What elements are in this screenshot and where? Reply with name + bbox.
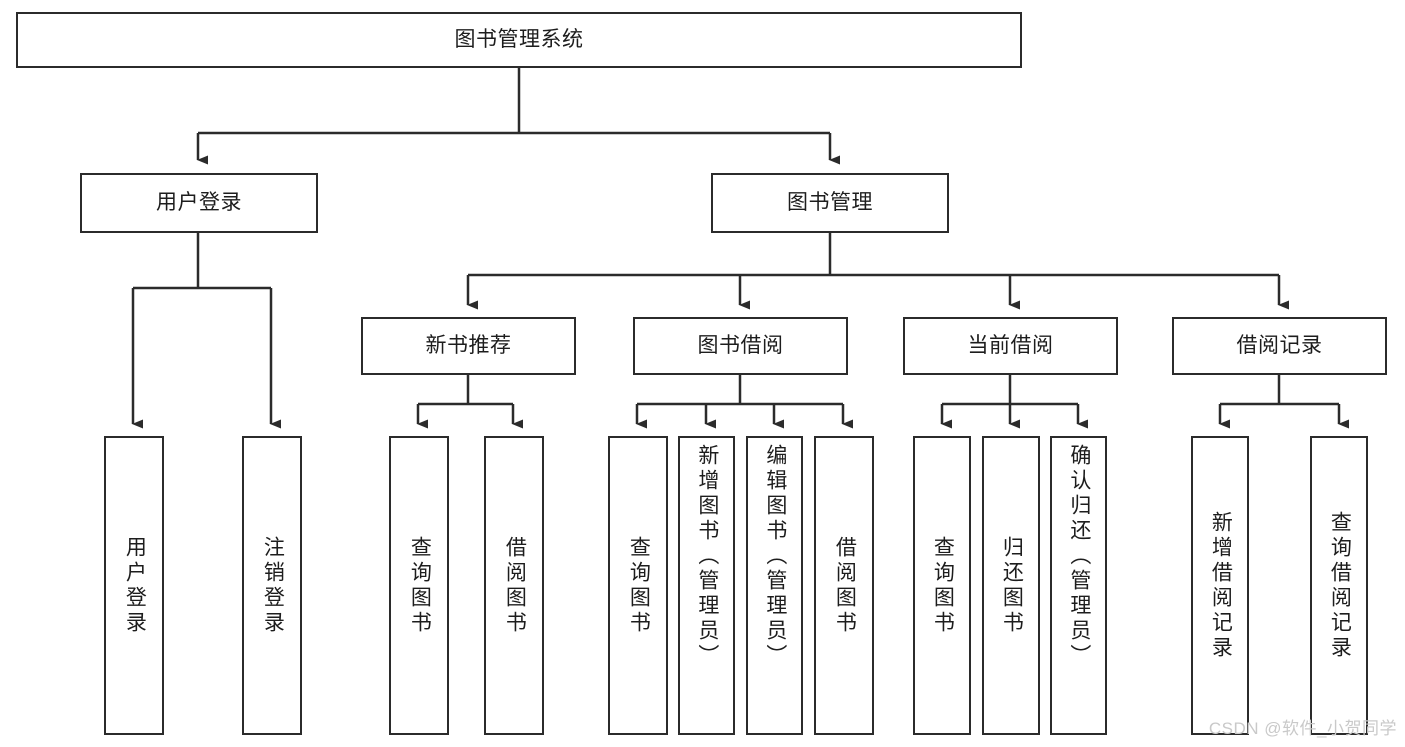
node-label: 归还图书 [1000, 535, 1024, 636]
node-label: 新增图书（管理员） [695, 444, 719, 669]
node-label: 新书推荐 [425, 333, 512, 357]
node-label: 用户登录 [156, 190, 242, 214]
node-leaf-borrow-book[interactable]: 借阅图书 [814, 436, 874, 735]
node-new-book-recommend[interactable]: 新书推荐 [361, 317, 576, 375]
node-label: 借阅图书 [503, 535, 527, 636]
node-leaf-edit-book-admin[interactable]: 编辑图书（管理员） [746, 436, 803, 735]
node-label: 编辑图书（管理员） [763, 444, 787, 669]
node-label: 确认归还（管理员） [1067, 444, 1091, 669]
node-label: 图书管理 [787, 190, 873, 214]
node-label: 查询借阅记录 [1328, 510, 1352, 661]
node-current-borrow[interactable]: 当前借阅 [903, 317, 1118, 375]
node-borrow-record[interactable]: 借阅记录 [1172, 317, 1387, 375]
node-leaf-query-book-recommend[interactable]: 查询图书 [389, 436, 449, 735]
node-leaf-query-book-current[interactable]: 查询图书 [913, 436, 971, 735]
node-label: 当前借阅 [967, 333, 1054, 357]
node-leaf-add-book-admin[interactable]: 新增图书（管理员） [678, 436, 735, 735]
node-leaf-borrow-book-recommend[interactable]: 借阅图书 [484, 436, 544, 735]
node-leaf-add-borrow-record[interactable]: 新增借阅记录 [1191, 436, 1249, 735]
node-leaf-return-book[interactable]: 归还图书 [982, 436, 1040, 735]
node-leaf-query-borrow-record[interactable]: 查询借阅记录 [1310, 436, 1368, 735]
watermark-text: CSDN @软件_小贺同学 [1208, 719, 1397, 738]
node-label: 借阅记录 [1236, 333, 1323, 357]
node-user-login[interactable]: 用户登录 [80, 173, 318, 233]
node-leaf-confirm-return-admin[interactable]: 确认归还（管理员） [1050, 436, 1107, 735]
node-root-library-system[interactable]: 图书管理系统 [16, 12, 1022, 68]
node-label: 借阅图书 [833, 535, 857, 636]
node-label: 图书管理系统 [454, 27, 584, 51]
node-book-borrow[interactable]: 图书借阅 [633, 317, 848, 375]
node-label: 查询图书 [931, 535, 955, 636]
node-label: 新增借阅记录 [1209, 510, 1233, 661]
node-book-management[interactable]: 图书管理 [711, 173, 949, 233]
node-label: 查询图书 [627, 535, 651, 636]
node-leaf-user-login[interactable]: 用户登录 [104, 436, 164, 735]
node-label: 注销登录 [261, 535, 285, 636]
node-label: 用户登录 [123, 535, 147, 636]
node-label: 图书借阅 [697, 333, 784, 357]
node-label: 查询图书 [408, 535, 432, 636]
node-leaf-query-book-borrow[interactable]: 查询图书 [608, 436, 668, 735]
node-leaf-logout[interactable]: 注销登录 [242, 436, 302, 735]
